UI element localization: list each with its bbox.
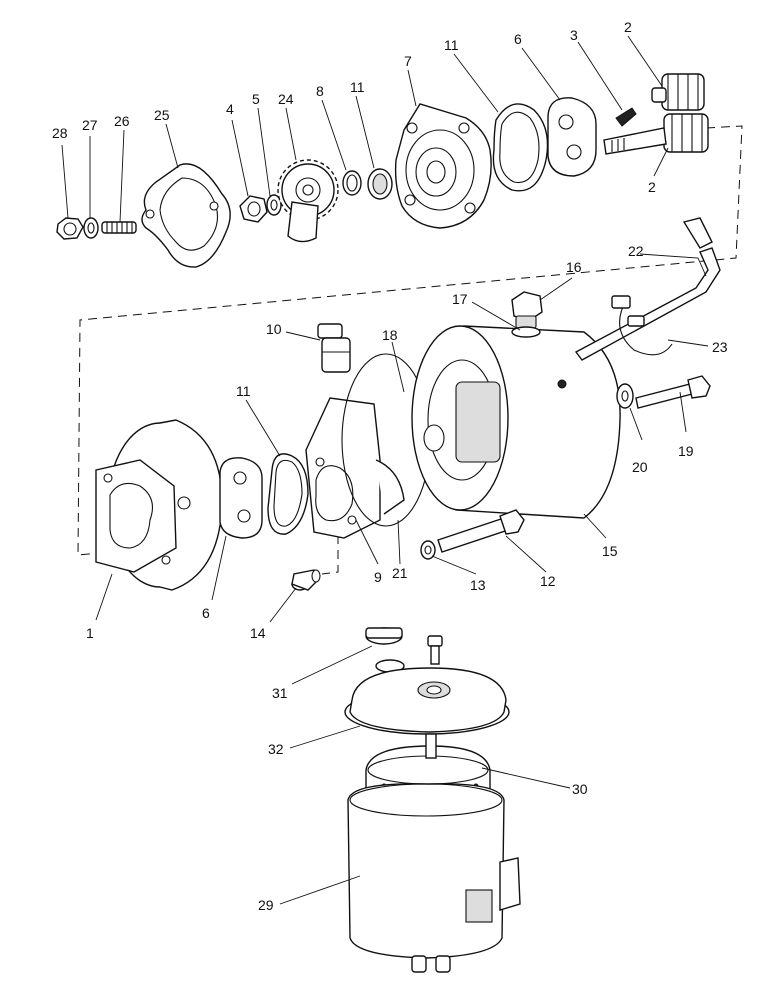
callout-14: 14 xyxy=(250,625,266,641)
part-4-nut xyxy=(239,195,268,223)
callout-28: 28 xyxy=(52,125,68,141)
callout-4: 4 xyxy=(226,101,234,117)
callout-12: 12 xyxy=(540,573,556,589)
part-8-circlip xyxy=(342,170,362,196)
callout-3: 3 xyxy=(570,27,578,43)
dashed-assembly-outline xyxy=(77,125,743,575)
part-11-o-ring-top xyxy=(492,103,549,192)
callout-19: 19 xyxy=(678,443,694,459)
callout-11-top-a: 11 xyxy=(350,79,365,95)
part-19-bolt xyxy=(635,375,711,409)
part-1-pump-body xyxy=(95,419,223,591)
callout-11-top-b: 11 xyxy=(444,37,459,53)
callout-26: 26 xyxy=(114,113,130,129)
part-3-key xyxy=(615,107,637,127)
callout-25: 25 xyxy=(154,107,170,123)
callout-13: 13 xyxy=(470,577,486,593)
part-32-lid xyxy=(344,667,510,735)
callout-20: 20 xyxy=(632,459,648,475)
part-11-seal-top xyxy=(367,168,393,200)
callout-6-left: 6 xyxy=(202,605,210,621)
callout-31: 31 xyxy=(272,685,288,701)
part-28-nut xyxy=(56,217,84,240)
callout-2-top: 2 xyxy=(624,19,632,35)
part-24-gear xyxy=(277,159,339,243)
part-6-bushing-left xyxy=(219,457,263,539)
callout-18: 18 xyxy=(382,327,398,343)
callout-6-top: 6 xyxy=(514,31,522,47)
callout-27: 27 xyxy=(82,117,98,133)
part-14-dowel xyxy=(291,569,321,591)
callout-24: 24 xyxy=(278,91,294,107)
part-9-pump-housing xyxy=(305,397,405,539)
part-27-washer xyxy=(83,217,99,239)
part-26-stud xyxy=(101,221,137,234)
callout-17: 17 xyxy=(452,291,468,307)
part-23-clip xyxy=(611,295,673,356)
part-20-washer xyxy=(616,383,634,409)
callout-23: 23 xyxy=(712,339,728,355)
callout-11-middle: 11 xyxy=(236,383,251,399)
part-13-washer xyxy=(420,540,436,560)
callout-10: 10 xyxy=(266,321,282,337)
leader-lines xyxy=(61,35,709,905)
part-29-canister xyxy=(347,783,521,973)
callout-30: 30 xyxy=(572,781,588,797)
callout-15: 15 xyxy=(602,543,618,559)
part-7-end-cover xyxy=(394,103,492,229)
part-16-filler-cap xyxy=(511,291,543,329)
part-25-gasket xyxy=(141,163,231,268)
part-5-washer xyxy=(266,194,282,216)
part-17-washer xyxy=(511,326,541,338)
callout-32: 32 xyxy=(268,741,284,757)
part-11-o-ring-left xyxy=(267,453,309,535)
callout-9: 9 xyxy=(374,569,382,585)
part-12-bolt xyxy=(437,509,525,553)
callout-5: 5 xyxy=(252,91,260,107)
callout-labels: 28 27 26 25 4 5 24 8 11 7 11 6 3 2 2 16 … xyxy=(52,19,728,913)
callout-16: 16 xyxy=(566,259,582,275)
part-15-reservoir-shell xyxy=(411,325,621,519)
part-6-bushing-top xyxy=(547,97,597,177)
callout-7: 7 xyxy=(404,53,412,69)
callout-21: 21 xyxy=(392,565,408,581)
small-bolt xyxy=(427,635,443,665)
callout-8: 8 xyxy=(316,83,324,99)
callout-22: 22 xyxy=(628,243,644,259)
callout-29: 29 xyxy=(258,897,274,913)
callout-2-bottom: 2 xyxy=(648,179,656,195)
part-31-knob xyxy=(365,627,405,673)
callout-1: 1 xyxy=(86,625,94,641)
part-22-pipe xyxy=(574,217,721,361)
part-10-valve xyxy=(317,323,351,373)
part-2-gear-shafts xyxy=(603,73,709,155)
